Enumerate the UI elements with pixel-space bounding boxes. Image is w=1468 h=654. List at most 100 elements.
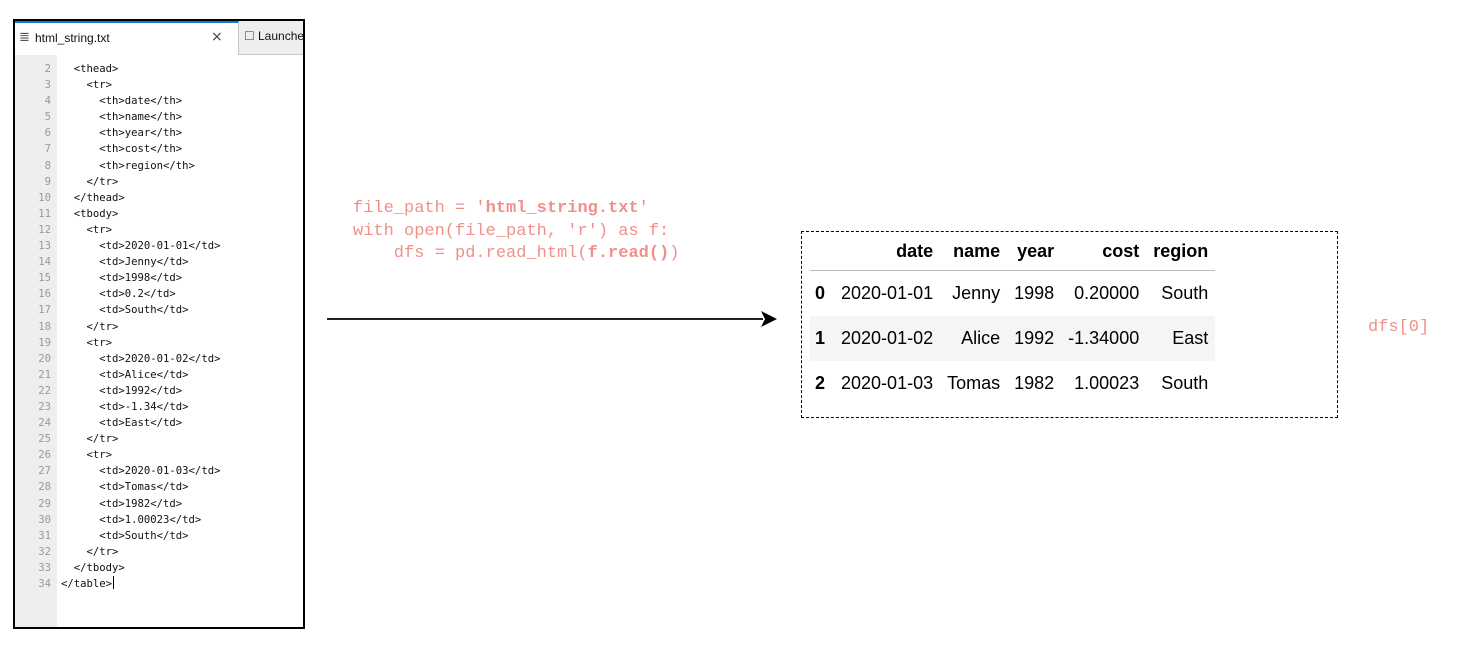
line-number: 7 [44, 143, 51, 156]
code-line: 21 <td>Alice</td> [15, 367, 303, 383]
line-number: 19 [38, 336, 51, 349]
code-line-text: <th>name</th> [61, 111, 183, 124]
line-number: 6 [44, 127, 51, 140]
code-line: 26 <tr> [15, 447, 303, 463]
line-number: 8 [44, 159, 51, 172]
line-number: 12 [38, 223, 51, 236]
line-number-gutter [15, 55, 57, 627]
code-line-text: <td>-1.34</td> [61, 400, 189, 413]
line-number: 28 [38, 481, 51, 494]
table-cell: 2020-01-03 [841, 373, 934, 393]
code-line: 27 <td>2020-01-03</td> [15, 463, 303, 479]
code-line: 6 <th>year</th> [15, 125, 303, 141]
code-line: 9 </tr> [15, 174, 303, 190]
line-number: 34 [38, 578, 51, 590]
table-cell: 1998 [1014, 283, 1055, 303]
code-line-text: </thead> [61, 191, 125, 204]
table-cell: East [1172, 328, 1209, 348]
table-cell: -1.34000 [1068, 328, 1140, 348]
line-number: 26 [38, 449, 51, 462]
close-icon[interactable]: × [211, 29, 223, 45]
code-editor[interactable]: 2 <thead>3 <tr>4 <th>date</th>5 <th>name… [15, 61, 303, 592]
code-text: ) [669, 244, 680, 263]
code-line-text: <th>cost</th> [61, 143, 183, 156]
line-number: 13 [38, 240, 51, 253]
code-line-text: <th>date</th> [61, 95, 183, 108]
line-number: 16 [38, 288, 51, 301]
code-line: 16 <td>0.2</td> [15, 286, 303, 302]
code-line-text: <tr> [61, 449, 113, 462]
code-line-text: <td>1998</td> [61, 272, 183, 285]
line-number: 2 [44, 63, 51, 75]
line-number: 10 [38, 191, 51, 204]
code-line-text: <td>1.00023</td> [61, 513, 202, 526]
code-line-text: <th>year</th> [61, 127, 183, 140]
table-cell: 2020-01-01 [841, 283, 934, 303]
code-line-text: <td>South</td> [61, 304, 189, 317]
code-line: 3 <tr> [15, 77, 303, 93]
line-number: 22 [38, 384, 51, 397]
table-cell: 1992 [1014, 328, 1055, 348]
tab-bar: ≣ html_string.txt × ☐ Launche [15, 21, 303, 55]
code-line-text: <td>0.2</td> [61, 288, 176, 301]
code-line: 20 <td>2020-01-02</td> [15, 351, 303, 367]
text-editor-window: ≣ html_string.txt × ☐ Launche 2 <thead>3… [13, 19, 305, 629]
code-line: 17 <td>South</td> [15, 302, 303, 318]
code-line: 4 <th>date</th> [15, 93, 303, 109]
code-line-text: <td>2020-01-02</td> [61, 352, 221, 365]
code-line: 34 </table> [15, 576, 303, 592]
code-line: 7 <th>cost</th> [15, 141, 303, 157]
code-line-text: </tbody> [61, 561, 125, 574]
code-line: 30 <td>1.00023</td> [15, 512, 303, 528]
line-number: 15 [38, 272, 51, 285]
code-line-text: <td>Jenny</td> [61, 256, 189, 269]
row-index: 2 [815, 373, 826, 393]
code-text: with open(file_path, 'r') as f: [353, 221, 670, 241]
column-header: name [940, 232, 1008, 271]
text-cursor [113, 576, 115, 589]
column-header: year [1007, 232, 1062, 271]
code-line: 19 <tr> [15, 335, 303, 351]
line-number: 11 [38, 207, 51, 220]
tab-launcher[interactable]: ☐ Launche [239, 21, 305, 54]
code-line: 25 </tr> [15, 431, 303, 447]
code-line-text: </tr> [61, 320, 119, 333]
code-line: 12 <tr> [15, 222, 303, 238]
code-line: 31 <td>South</td> [15, 528, 303, 544]
table-cell: Alice [961, 328, 1001, 348]
code-snippet: file_path = 'html_string.txt' with open(… [353, 198, 679, 266]
arrow-icon [327, 311, 777, 327]
code-line-text: </tr> [61, 545, 119, 558]
tab-html-string[interactable]: ≣ html_string.txt × [15, 21, 239, 55]
row-index: 0 [815, 283, 826, 303]
tab-title: html_string.txt [35, 31, 110, 45]
code-line-text: </table> [61, 576, 115, 590]
code-line: 15 <td>1998</td> [15, 270, 303, 286]
launcher-icon: ☐ [244, 29, 255, 43]
code-line: 33 </tbody> [15, 560, 303, 576]
code-line-text: <tr> [61, 336, 113, 349]
code-line-text: <td>2020-01-01</td> [61, 240, 221, 253]
code-line-text: </tr> [61, 433, 119, 446]
line-number: 9 [44, 175, 51, 188]
table-cell: 0.20000 [1074, 283, 1140, 303]
line-number: 4 [44, 95, 51, 108]
code-line-text: <tr> [61, 223, 113, 236]
code-line-text: <td>Alice</td> [61, 368, 189, 381]
code-line: 29 <td>1982</td> [15, 496, 303, 512]
code-text: dfs = pd.read_html( [353, 244, 588, 263]
line-number: 33 [38, 561, 51, 574]
line-number: 3 [44, 79, 51, 92]
code-line: 24 <td>East</td> [15, 415, 303, 431]
line-number: 21 [38, 368, 51, 381]
code-line-text: <td>South</td> [61, 529, 189, 542]
text-file-icon: ≣ [19, 30, 30, 45]
tab-title: Launche [258, 29, 305, 43]
code-line-text: <tbody> [61, 207, 119, 220]
code-line: 2 <thead> [15, 61, 303, 77]
